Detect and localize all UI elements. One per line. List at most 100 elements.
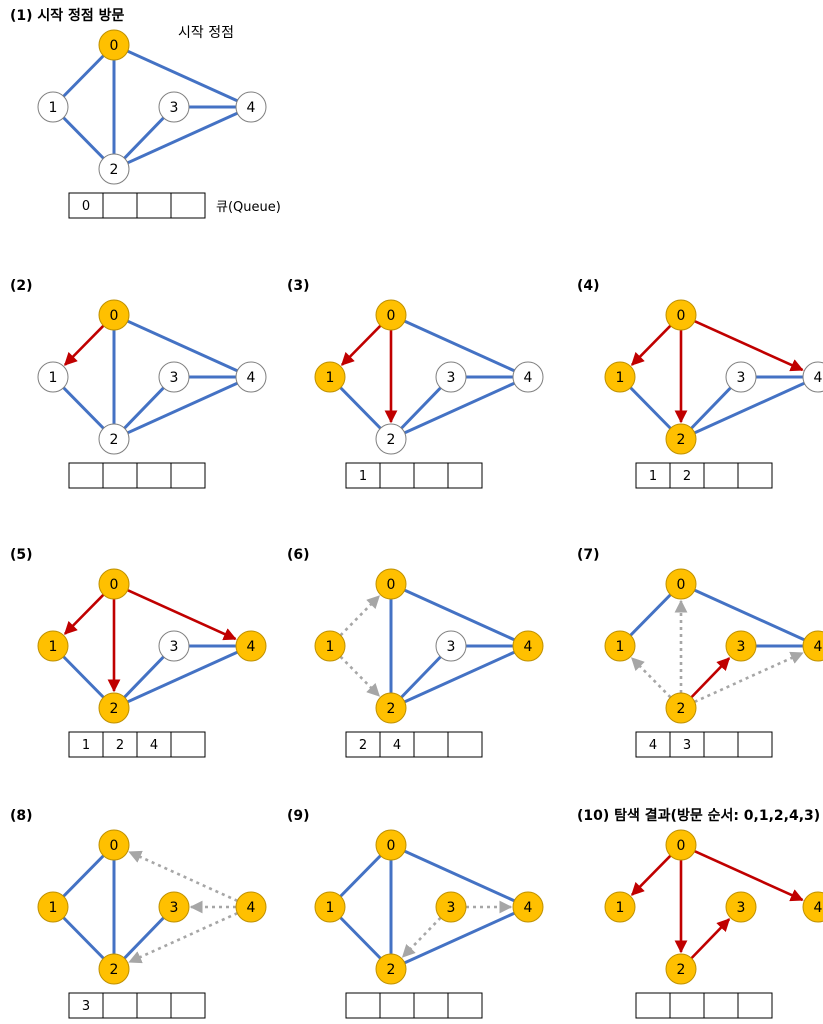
queue-cell bbox=[379, 462, 415, 489]
vertex-4 bbox=[235, 361, 267, 393]
queue-cell bbox=[345, 462, 381, 489]
vertex-1 bbox=[37, 91, 69, 123]
vertex-4 bbox=[802, 361, 823, 393]
queue-cell bbox=[737, 992, 773, 1019]
edge-0-4 bbox=[390, 582, 529, 648]
vertex-2 bbox=[665, 423, 697, 455]
queue-cell bbox=[136, 192, 172, 219]
vertex-2 bbox=[98, 692, 130, 724]
vertex-3 bbox=[725, 891, 757, 923]
vertex-label: 1 bbox=[49, 100, 58, 116]
vertex-label: 0 bbox=[677, 577, 686, 593]
vertex-label: 4 bbox=[814, 639, 823, 655]
queue-cell bbox=[379, 992, 415, 1019]
panel-title: (6) bbox=[287, 547, 310, 563]
queue-cell bbox=[136, 462, 172, 489]
vertex-label: 1 bbox=[326, 370, 335, 386]
queue-cell bbox=[635, 462, 671, 489]
queue-cell bbox=[413, 462, 449, 489]
queue-value: 3 bbox=[683, 738, 691, 753]
start-vertex-annotation: 시작 정점 bbox=[178, 25, 234, 41]
vertex-label: 1 bbox=[616, 370, 625, 386]
vertex-label: 0 bbox=[387, 577, 396, 593]
edge-2-4 bbox=[113, 105, 252, 171]
vertex-4 bbox=[512, 361, 544, 393]
queue-value: 2 bbox=[683, 469, 691, 484]
edge-0-4 bbox=[694, 850, 804, 902]
edge-2-1 bbox=[630, 657, 672, 699]
edge-2-4 bbox=[390, 905, 529, 971]
queue-cell bbox=[737, 462, 773, 489]
edge-4-0 bbox=[128, 850, 238, 902]
vertex-3 bbox=[158, 361, 190, 393]
queue-value: 4 bbox=[649, 738, 657, 753]
edge-0-4 bbox=[680, 582, 819, 648]
queue-cell bbox=[68, 731, 104, 758]
vertex-3 bbox=[158, 91, 190, 123]
vertex-4 bbox=[512, 891, 544, 923]
vertex-label: 1 bbox=[616, 900, 625, 916]
vertex-0 bbox=[665, 299, 697, 331]
edge-0-4 bbox=[390, 313, 529, 379]
vertex-label: 3 bbox=[170, 900, 179, 916]
edge-0-1 bbox=[63, 593, 105, 635]
edge-2-4 bbox=[390, 644, 529, 710]
edge-0-4 bbox=[694, 320, 804, 372]
vertex-label: 1 bbox=[49, 900, 58, 916]
vertex-1 bbox=[604, 361, 636, 393]
vertex-label: 1 bbox=[49, 639, 58, 655]
vertex-1 bbox=[314, 630, 346, 662]
vertex-2 bbox=[665, 692, 697, 724]
edge-4-2 bbox=[128, 912, 238, 964]
queue-value: 4 bbox=[393, 738, 401, 753]
vertex-label: 4 bbox=[247, 900, 256, 916]
vertex-label: 4 bbox=[524, 639, 533, 655]
panel-title: (8) bbox=[10, 808, 33, 824]
vertex-4 bbox=[235, 91, 267, 123]
edge-2-4 bbox=[390, 375, 529, 441]
vertex-label: 2 bbox=[387, 432, 396, 448]
vertex-0 bbox=[98, 829, 130, 861]
panel-title: (7) bbox=[577, 547, 600, 563]
vertex-label: 2 bbox=[677, 432, 686, 448]
queue-cell bbox=[669, 992, 705, 1019]
queue-cell bbox=[413, 731, 449, 758]
edge-0-4 bbox=[127, 589, 237, 641]
queue-value: 4 bbox=[150, 738, 158, 753]
queue-cell bbox=[413, 992, 449, 1019]
queue-cell bbox=[102, 192, 138, 219]
vertex-2 bbox=[98, 423, 130, 455]
vertex-3 bbox=[435, 891, 467, 923]
vertex-label: 3 bbox=[737, 370, 746, 386]
queue-value: 1 bbox=[359, 469, 367, 484]
queue-cell bbox=[170, 462, 206, 489]
queue-cell bbox=[102, 992, 138, 1019]
queue-cell bbox=[737, 731, 773, 758]
queue-cell bbox=[447, 462, 483, 489]
vertex-1 bbox=[604, 630, 636, 662]
panel-title: (1) 시작 정점 방문 bbox=[10, 7, 125, 24]
vertex-1 bbox=[37, 891, 69, 923]
queue-cell bbox=[447, 731, 483, 758]
vertex-2 bbox=[98, 153, 130, 185]
vertex-0 bbox=[375, 568, 407, 600]
vertex-3 bbox=[725, 361, 757, 393]
queue-cell bbox=[102, 462, 138, 489]
vertex-0 bbox=[98, 568, 130, 600]
edge-2-4 bbox=[113, 644, 252, 710]
vertex-label: 3 bbox=[447, 370, 456, 386]
queue-value: 1 bbox=[649, 469, 657, 484]
vertex-label: 0 bbox=[677, 838, 686, 854]
queue-value: 2 bbox=[116, 738, 124, 753]
vertex-4 bbox=[235, 630, 267, 662]
queue-value: 3 bbox=[82, 999, 90, 1014]
vertex-label: 3 bbox=[170, 370, 179, 386]
vertex-2 bbox=[665, 953, 697, 985]
queue-cell bbox=[635, 731, 671, 758]
